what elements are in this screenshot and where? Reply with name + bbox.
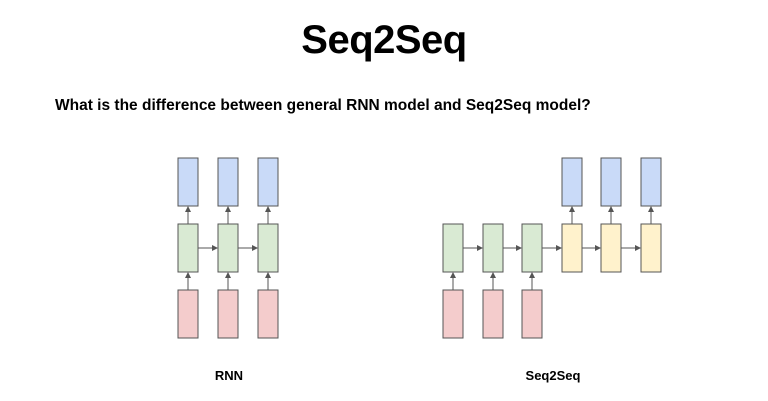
rnn-input-box: [217, 289, 239, 339]
rnn-input-box: [177, 289, 199, 339]
encoder-input-box: [442, 289, 464, 339]
rnn-hidden-box: [177, 223, 199, 273]
rnn-diagram: [177, 157, 279, 339]
encoder-box: [482, 223, 504, 273]
encoder-input-box: [521, 289, 543, 339]
decoder-box: [561, 223, 583, 273]
decoder-output-box: [561, 157, 583, 207]
decoder-output-box: [600, 157, 622, 207]
decoder-box: [640, 223, 662, 273]
decoder-output-box: [640, 157, 662, 207]
rnn-input-box: [257, 289, 279, 339]
encoder-box: [521, 223, 543, 273]
decoder-box: [600, 223, 622, 273]
encoder-input-box: [482, 289, 504, 339]
rnn-output-box: [217, 157, 239, 207]
encoder-box: [442, 223, 464, 273]
question-text: What is the difference between general R…: [55, 97, 591, 114]
rnn-label: RNN: [214, 368, 244, 383]
rnn-output-box: [257, 157, 279, 207]
rnn-hidden-box: [257, 223, 279, 273]
rnn-hidden-box: [217, 223, 239, 273]
rnn-output-box: [177, 157, 199, 207]
seq2seq-label: Seq2Seq: [525, 368, 581, 383]
seq2seq-diagram: [442, 157, 662, 339]
slide-title: Seq2Seq: [301, 18, 467, 62]
